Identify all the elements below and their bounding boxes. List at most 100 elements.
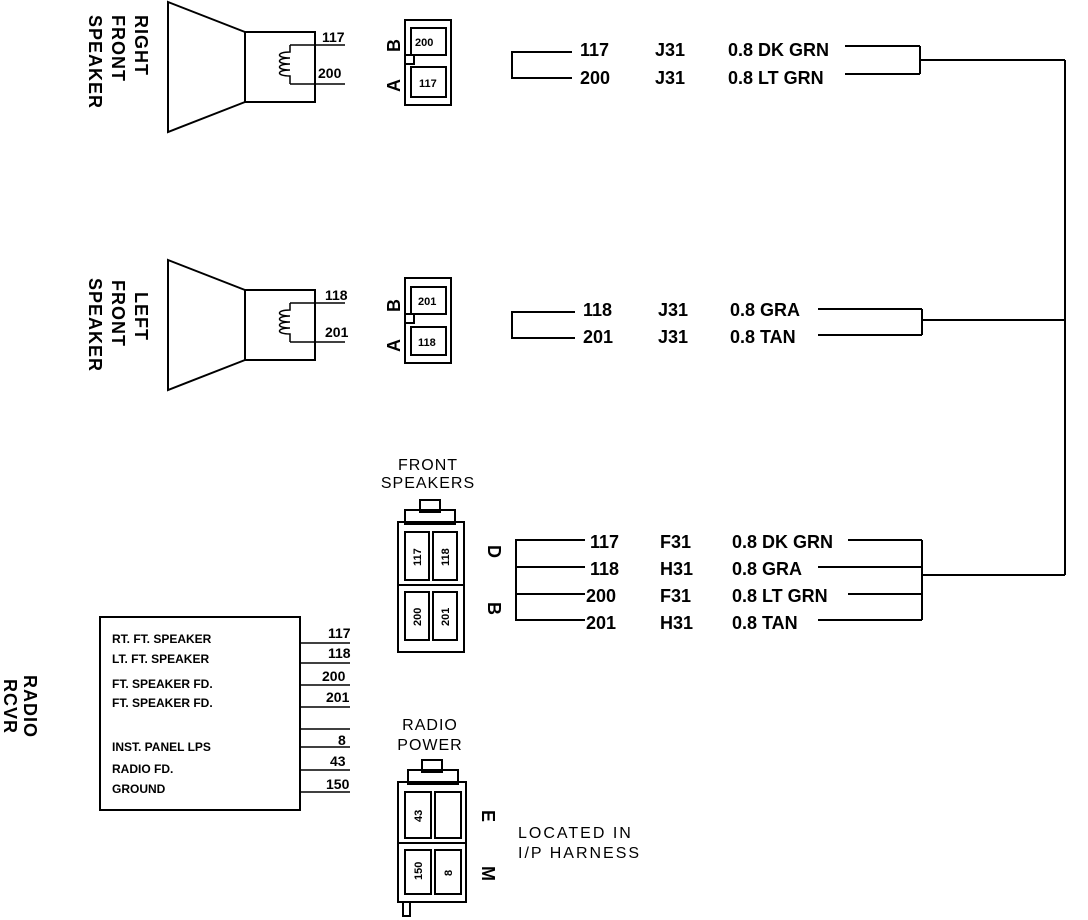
- right-speaker-magnet-box: [244, 31, 316, 103]
- left-speaker-cone-icon: [167, 258, 246, 392]
- front-connector-tab: [419, 499, 441, 513]
- right-speaker-title: RIGHT FRONT SPEAKER: [85, 15, 151, 109]
- right-speaker-title-line2: FRONT: [108, 15, 128, 82]
- wire-circuit: 200: [586, 586, 616, 606]
- wire-gauge-color: 0.8 DK GRN: [728, 40, 829, 60]
- front-speakers-wire-loop: [515, 539, 585, 621]
- power-connector-foot: [402, 902, 411, 917]
- right-connector-pin-a: A: [384, 79, 404, 92]
- wire-circuit: 117: [580, 40, 609, 60]
- radio-pin-row: FT. SPEAKER FD. 201: [112, 689, 350, 710]
- front-connector-cavity-201-label: 201: [440, 608, 452, 626]
- radio-pin-circuit: 201: [326, 689, 350, 705]
- right-speaker-terminal-200: 200: [318, 65, 342, 81]
- right-connector-cavity-b: [410, 27, 447, 56]
- front-speakers-connector: FRONT SPEAKERS 117 118 200 201 D B 117 F…: [381, 457, 923, 653]
- power-connector-cavity-empty: [434, 791, 462, 839]
- front-speakers-wire-row: 118 H31 0.8 GRA: [590, 559, 802, 579]
- left-speaker-title-line1: LEFT: [131, 292, 151, 341]
- left-connector-pin-b: B: [384, 299, 404, 312]
- power-connector-lock: [407, 769, 459, 785]
- left-speaker-connector: B A 201 118: [384, 277, 452, 364]
- left-speaker-terminal-118: 118: [325, 287, 348, 303]
- left-speaker-title: LEFT FRONT SPEAKER: [85, 278, 151, 372]
- front-speakers-wire-row: 200 F31 0.8 LT GRN: [586, 586, 828, 606]
- wire-gauge-color: 0.8 LT GRN: [732, 586, 828, 606]
- power-connector-cavity-8-label: 8: [443, 870, 455, 876]
- radio-power-title-line2: POWER: [397, 737, 462, 754]
- wire-gauge-color: 0.8 DK GRN: [732, 532, 833, 552]
- power-connector-pin-m: M: [478, 866, 498, 881]
- left-connector-cavity-b: [410, 286, 447, 315]
- radio-pin-row: FT. SPEAKER FD. 200: [112, 668, 350, 691]
- radio-pin-label: FT. SPEAKER FD.: [112, 696, 213, 710]
- left-speaker-wire-row: 118 J31 0.8 GRA: [583, 300, 800, 320]
- wire-harness: H31: [660, 613, 693, 633]
- radio-pin-circuit: 43: [330, 753, 346, 769]
- radio-pin-circuit: 200: [322, 668, 346, 684]
- right-speaker-wire-row: 117 J31 0.8 DK GRN: [580, 40, 829, 60]
- wire-circuit: 117: [590, 532, 619, 552]
- radio-receiver-title-line1: RADIO: [20, 675, 40, 738]
- wire-gauge-color: 0.8 TAN: [730, 327, 796, 347]
- right-connector-cavity-b-label: 200: [415, 37, 433, 49]
- radio-pin-label: FT. SPEAKER FD.: [112, 677, 213, 691]
- front-connector-body: [397, 521, 465, 653]
- front-connector-cavity-117-label: 117: [412, 548, 424, 566]
- left-connector-cavity-b-label: 201: [418, 296, 436, 308]
- wire-circuit: 200: [580, 68, 610, 88]
- wire-harness: J31: [658, 327, 688, 347]
- right-speaker-connector: B A 200 117: [384, 19, 452, 106]
- location-note-line1: LOCATED IN: [518, 825, 633, 842]
- front-connector-cavity-200-label: 200: [412, 608, 424, 626]
- power-connector-pin-e: E: [478, 810, 498, 822]
- location-note-line2: I/P HARNESS: [518, 845, 641, 862]
- radio-pin-row: INST. PANEL LPS 8: [112, 732, 350, 754]
- left-speaker-coil-icon: [278, 303, 291, 342]
- radio-pin-row: RT. FT. SPEAKER 117: [112, 625, 351, 646]
- left-connector-cavity-a-label: 118: [418, 337, 436, 349]
- front-speakers-wire-row: 117 F31 0.8 DK GRN: [590, 532, 833, 552]
- left-speaker-wire-loop: [511, 311, 575, 339]
- wire-harness: H31: [660, 559, 693, 579]
- left-speaker-magnet-box: [244, 289, 316, 361]
- front-speakers-title-line2: SPEAKERS: [381, 475, 475, 492]
- front-connector-cavity-118-label: 118: [440, 548, 452, 566]
- radio-receiver-box: [99, 616, 301, 811]
- radio-pin-label: INST. PANEL LPS: [112, 740, 211, 754]
- radio-power-connector: RADIO POWER 43 150 8 E M: [397, 717, 498, 917]
- power-connector-cavity-150-label: 150: [413, 862, 425, 880]
- front-connector-cavity-118: [432, 531, 458, 581]
- left-connector-pin-a: A: [384, 339, 404, 352]
- front-connector-pin-b: B: [484, 602, 504, 615]
- front-connector-cavity-117: [404, 531, 430, 581]
- power-connector-cavity-8: [434, 849, 462, 895]
- power-connector-tab: [421, 759, 443, 773]
- right-connector-pin-b: B: [384, 39, 404, 52]
- radio-power-title-line1: RADIO: [402, 717, 458, 734]
- right-connector-cavity-a-label: 117: [419, 78, 437, 90]
- right-speaker-coil-icon: [278, 45, 291, 84]
- radio-receiver-title-line2: RCVR: [0, 679, 20, 734]
- wire-gauge-color: 0.8 TAN: [732, 613, 798, 633]
- left-connector-cavity-a: [410, 326, 447, 356]
- wire-harness: J31: [655, 68, 685, 88]
- power-connector-cavity-150: [404, 849, 432, 895]
- left-connector-latch: [404, 313, 415, 324]
- wire-harness: J31: [655, 40, 685, 60]
- right-connector-cavity-a: [410, 66, 447, 98]
- left-speaker-title-line2: FRONT: [108, 280, 128, 347]
- radio-pin-circuit: 117: [328, 625, 351, 641]
- front-speakers-wire-row: 201 H31 0.8 TAN: [586, 613, 798, 633]
- wire-harness: J31: [658, 300, 688, 320]
- radio-pin-label: GROUND: [112, 782, 166, 796]
- left-speaker-wire-row: 201 J31 0.8 TAN: [583, 327, 796, 347]
- radio-pin-row: RADIO FD. 43: [112, 753, 350, 776]
- right-speaker-title-line3: SPEAKER: [85, 15, 105, 109]
- left-speaker-title-line3: SPEAKER: [85, 278, 105, 372]
- radio-pin-circuit: 150: [326, 776, 350, 792]
- radio-pin-row: LT. FT. SPEAKER 118: [112, 645, 351, 666]
- location-note: LOCATED IN I/P HARNESS: [518, 825, 641, 862]
- radio-pin-label: RADIO FD.: [112, 762, 173, 776]
